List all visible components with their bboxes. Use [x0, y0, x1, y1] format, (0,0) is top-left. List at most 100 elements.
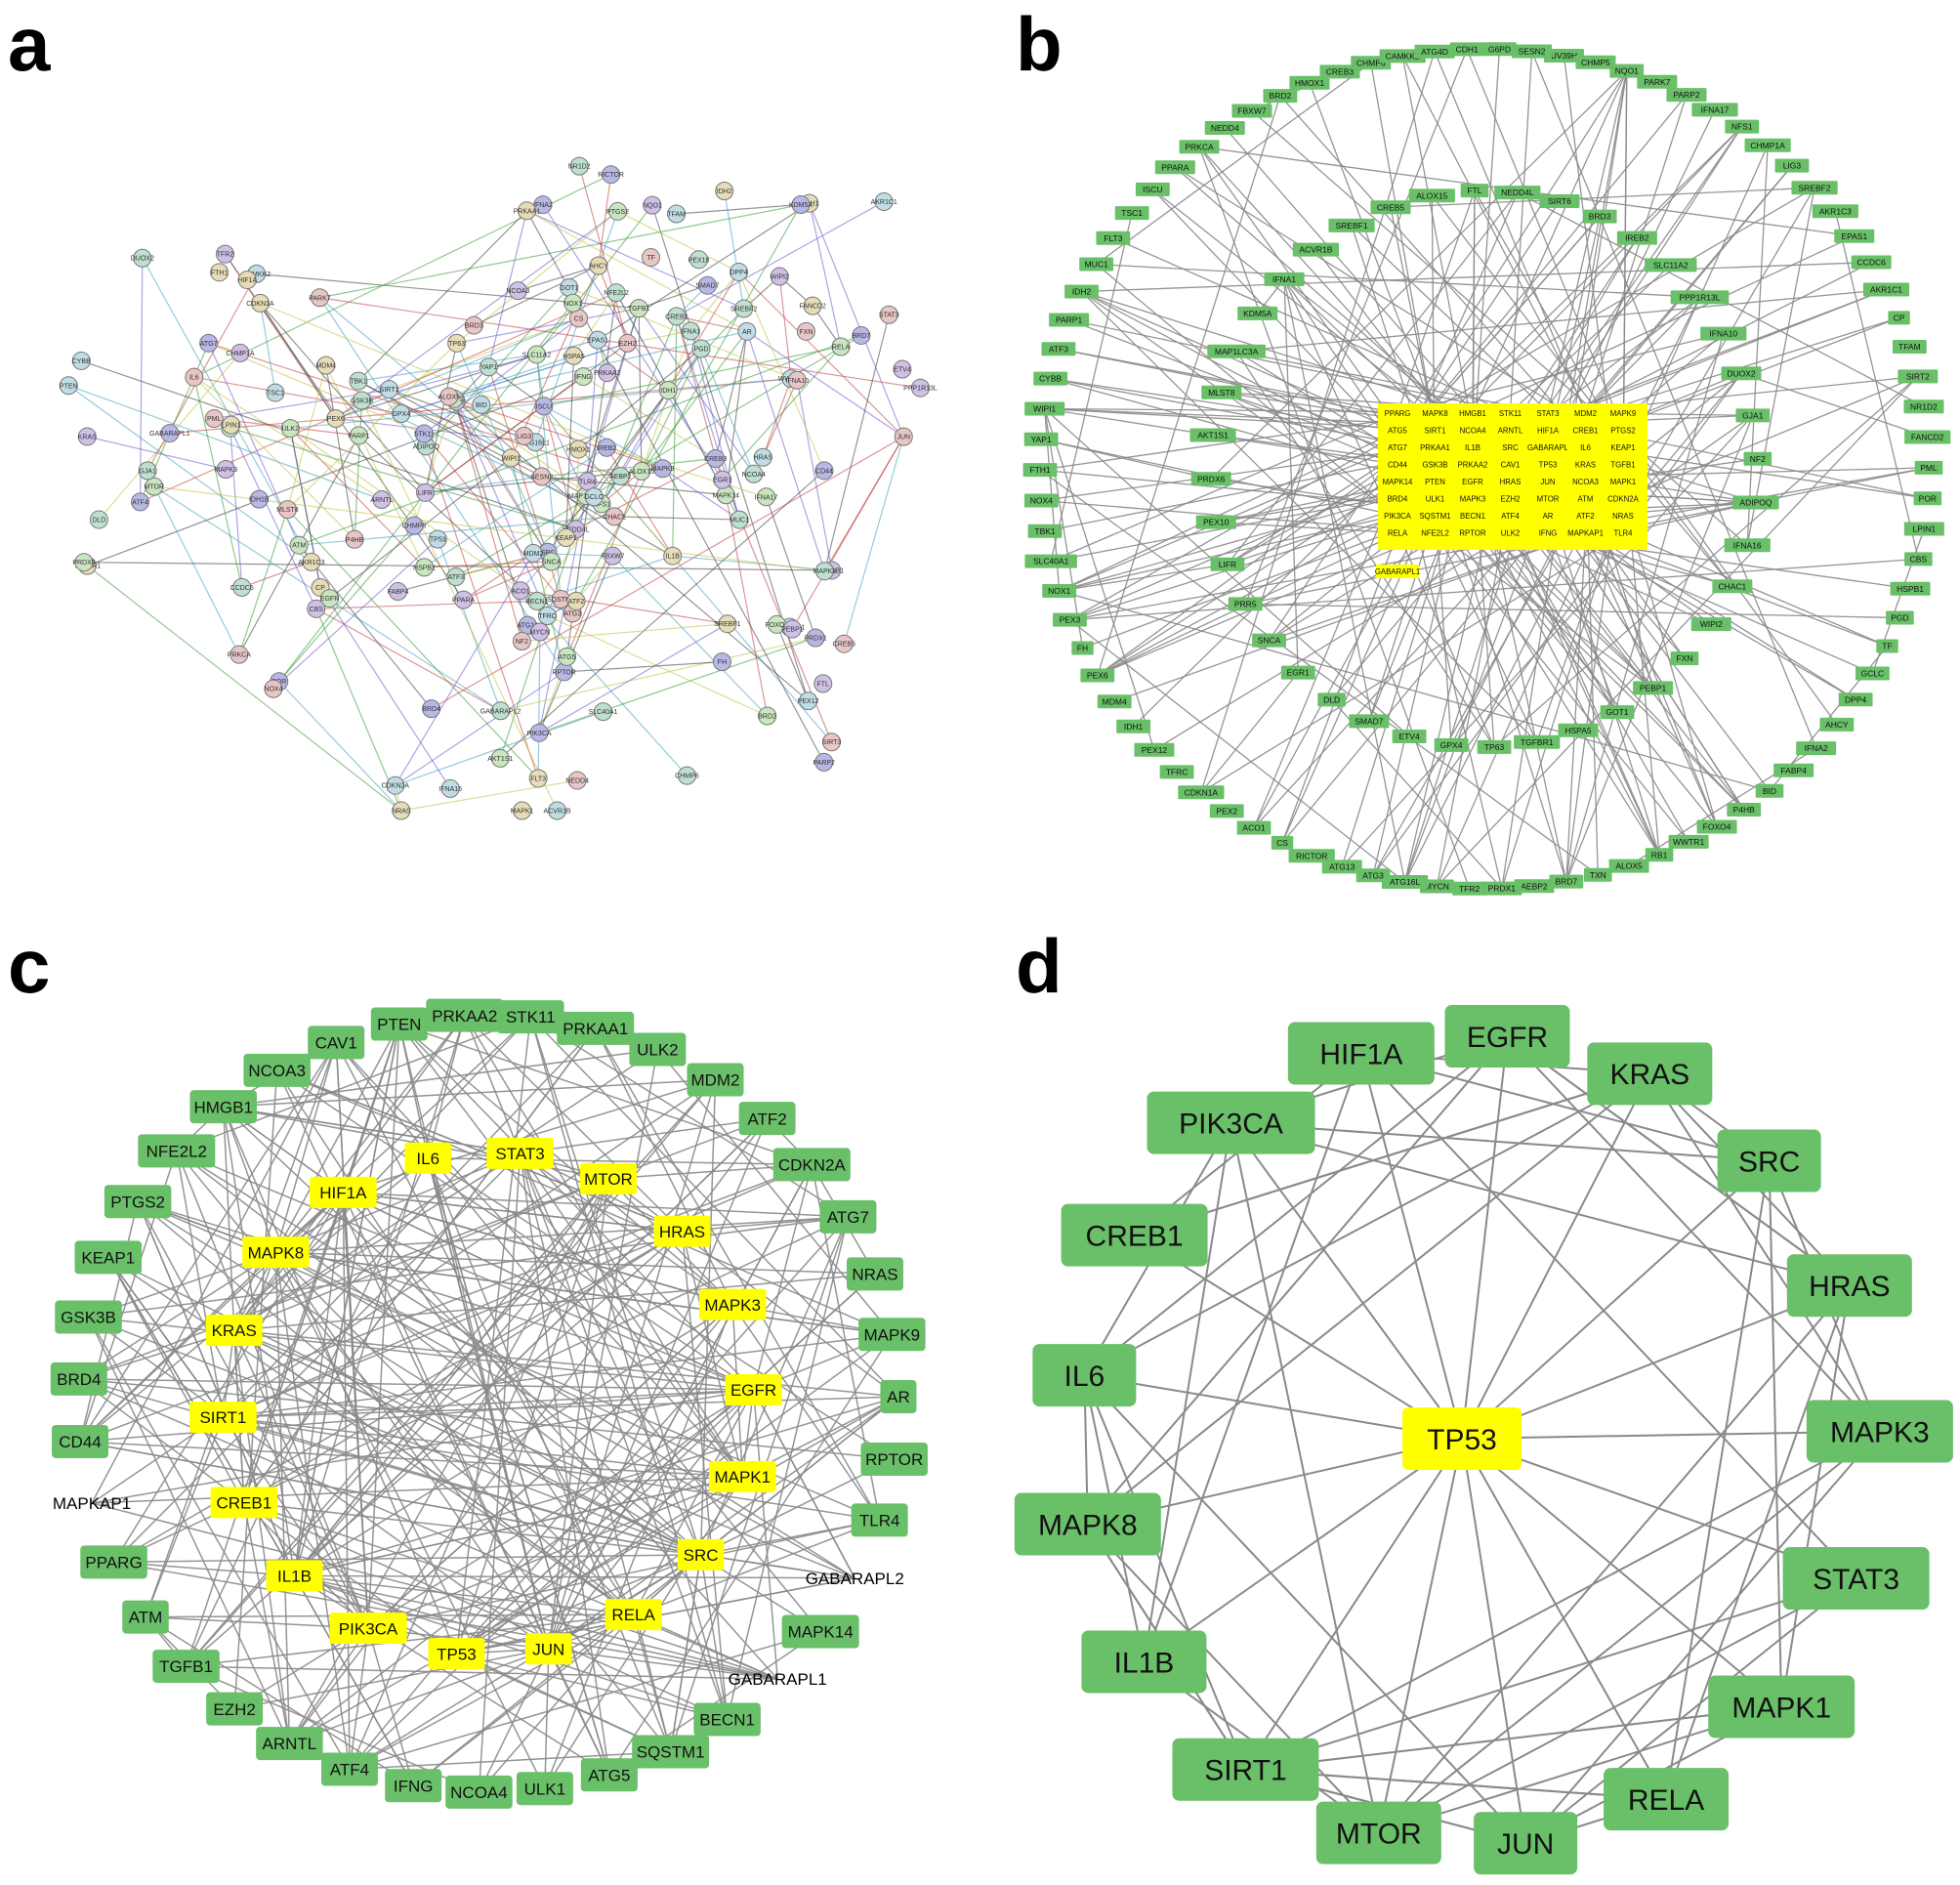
edge	[536, 204, 653, 356]
node-label: PRKAA2	[1458, 460, 1488, 469]
edge	[427, 1157, 550, 1650]
node-label: FOXO4	[765, 622, 788, 629]
node-box	[1023, 432, 1059, 446]
node-label: MAPKAP1	[53, 1494, 131, 1513]
node-parp2: PARP2	[813, 752, 835, 772]
node-sesn2: SESN2	[530, 467, 553, 486]
node-box	[1492, 525, 1528, 540]
node-label: MAPK14	[712, 492, 739, 499]
edge	[598, 265, 629, 344]
node-prkca: PRKCA	[228, 645, 251, 664]
node-label: ATG5	[559, 654, 576, 661]
node-label: AKT1S1	[1197, 431, 1229, 440]
node-sirt1: SIRT1	[189, 1402, 257, 1434]
node-prkaa2: PRKAA2	[1454, 457, 1491, 472]
node-label: FABP4	[1780, 766, 1807, 775]
node-label: MDM2	[690, 1071, 739, 1090]
edge	[676, 315, 747, 332]
node-label: PPARG	[1385, 409, 1411, 418]
node-circle	[894, 427, 913, 446]
node-label: IDH1B	[249, 497, 270, 504]
node-box	[1608, 859, 1649, 873]
node-box	[1755, 783, 1784, 798]
node-brd7: BRD7	[1549, 874, 1584, 889]
node-bid: BID	[1755, 783, 1784, 798]
node-mlst8: MLST8	[276, 500, 299, 520]
node-pik3ca: PIK3CA	[527, 723, 552, 742]
node-label: NCOA4	[450, 1783, 508, 1802]
node-label: ATG7	[200, 341, 218, 348]
edge	[289, 1648, 550, 1744]
node-label: NOX1	[563, 301, 582, 308]
node-circle	[237, 271, 257, 290]
node-label: MDM2	[1574, 409, 1597, 418]
node-box	[1819, 717, 1855, 732]
node-circle	[814, 461, 834, 481]
node-box	[1024, 554, 1077, 568]
node-pex6: PEX6	[1080, 668, 1115, 683]
node-box	[189, 1402, 257, 1434]
node-circle	[446, 566, 466, 586]
edge	[186, 1665, 778, 1680]
node-box	[1529, 508, 1566, 524]
node-label: TLR4	[859, 1512, 900, 1530]
node-label: NFE2L2	[146, 1142, 207, 1160]
node-box	[1147, 1091, 1315, 1154]
node-nr1d2: NR1D2	[1903, 399, 1944, 414]
node-circle	[643, 195, 662, 215]
node-label: PML	[207, 416, 222, 423]
node-foxo4: FOXO4	[1696, 819, 1737, 834]
node-label: GSK3B	[1422, 460, 1447, 469]
node-label: KRAS	[1609, 1059, 1689, 1091]
edge	[113, 1561, 778, 1680]
node-label: ATM	[129, 1609, 163, 1627]
node-circle	[737, 321, 757, 341]
node-hif1a: HIF1A	[237, 271, 257, 290]
edge	[342, 1192, 550, 1650]
edge	[293, 1015, 466, 1576]
edge	[288, 1389, 755, 1744]
node-box	[1732, 495, 1779, 510]
node-label: IFNG	[394, 1777, 434, 1795]
node-box	[1053, 612, 1087, 627]
node-stat3: STAT3	[1782, 1547, 1930, 1611]
node-nox4: NOX4	[1023, 493, 1059, 508]
node-alox5: ALOX5	[1608, 859, 1649, 873]
edge	[1434, 498, 1660, 856]
edge	[91, 1042, 337, 1504]
edge	[91, 1502, 778, 1680]
node-tlr4: TLR4	[578, 472, 598, 491]
node-adipoq: ADIPOQ	[1732, 495, 1779, 510]
node-label: TGFB1	[628, 306, 650, 313]
node-label: CYBB	[72, 358, 91, 365]
node-pgd: PGD	[1886, 610, 1914, 625]
node-circle	[706, 449, 726, 469]
node-box	[308, 1026, 365, 1060]
node-box	[579, 1162, 637, 1194]
node-label: GABARAPL1	[1375, 567, 1420, 576]
node-label: SREBF1	[714, 621, 740, 628]
node-ncoa3: NCOA3	[1567, 474, 1604, 489]
node-nqo1: NQO1	[643, 195, 662, 215]
node-box	[1271, 835, 1294, 850]
edge	[1251, 110, 1748, 546]
node-ppp1r13l: PPP1R13L	[903, 378, 938, 398]
node-circle	[349, 371, 368, 391]
node-creb1: CREB1	[665, 307, 688, 326]
edge	[1565, 415, 1754, 882]
node-circle	[388, 582, 407, 602]
node-label: SMAD7	[1355, 716, 1384, 726]
node-label: CREB5	[1377, 202, 1405, 212]
edge	[395, 711, 604, 786]
node-label: PTEN	[60, 383, 78, 390]
node-circle	[491, 701, 511, 721]
edge	[519, 1152, 610, 1776]
node-circle	[529, 723, 549, 742]
node-label: TFRC	[1166, 767, 1189, 776]
edge	[1493, 375, 1919, 748]
node-label: GSK3B	[61, 1309, 116, 1327]
node-cbs: CBS	[307, 599, 326, 618]
node-etv4: ETV4	[1392, 730, 1427, 744]
node-label: JUN	[1540, 478, 1555, 486]
node-nras: NRAS	[846, 1257, 903, 1291]
